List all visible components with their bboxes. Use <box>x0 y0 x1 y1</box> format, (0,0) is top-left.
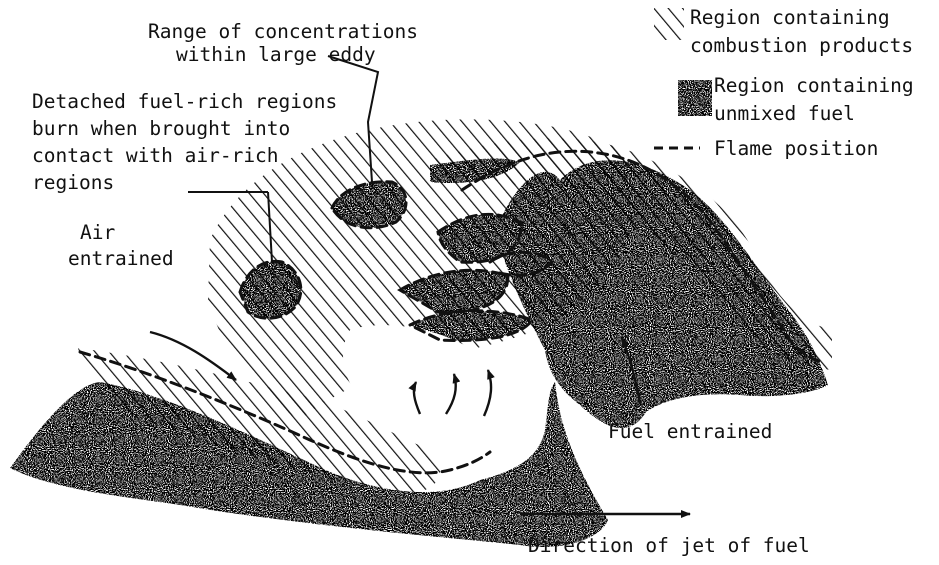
legend-combustion-line-1: Region containing <box>690 6 890 29</box>
detached-label-line-4: regions <box>32 171 114 194</box>
legend-flame-label: Flame position <box>714 137 878 160</box>
legend-hatch-swatch <box>654 8 684 40</box>
air-label-line-2: entrained <box>68 247 174 270</box>
eddy-label-line-1: Range of concentrations <box>148 20 418 43</box>
legend: Region containing combustion products Re… <box>654 6 914 160</box>
fuel-entrained-label: Fuel entrained <box>608 420 772 443</box>
detached-label-line-3: contact with air-rich <box>32 144 279 167</box>
detached-label-line-2: burn when brought into <box>32 117 290 140</box>
air-label-line-1: Air <box>80 221 115 244</box>
legend-unmixed-line-2: unmixed fuel <box>714 102 855 125</box>
legend-combustion-line-2: combustion products <box>690 34 913 57</box>
legend-stipple-swatch <box>678 80 712 116</box>
jet-direction-label: Direction of jet of fuel <box>528 534 810 557</box>
legend-unmixed-line-1: Region containing <box>714 74 914 97</box>
detached-label-line-1: Detached fuel-rich regions <box>32 90 337 113</box>
eddy-label-line-2: within large eddy <box>176 43 376 66</box>
